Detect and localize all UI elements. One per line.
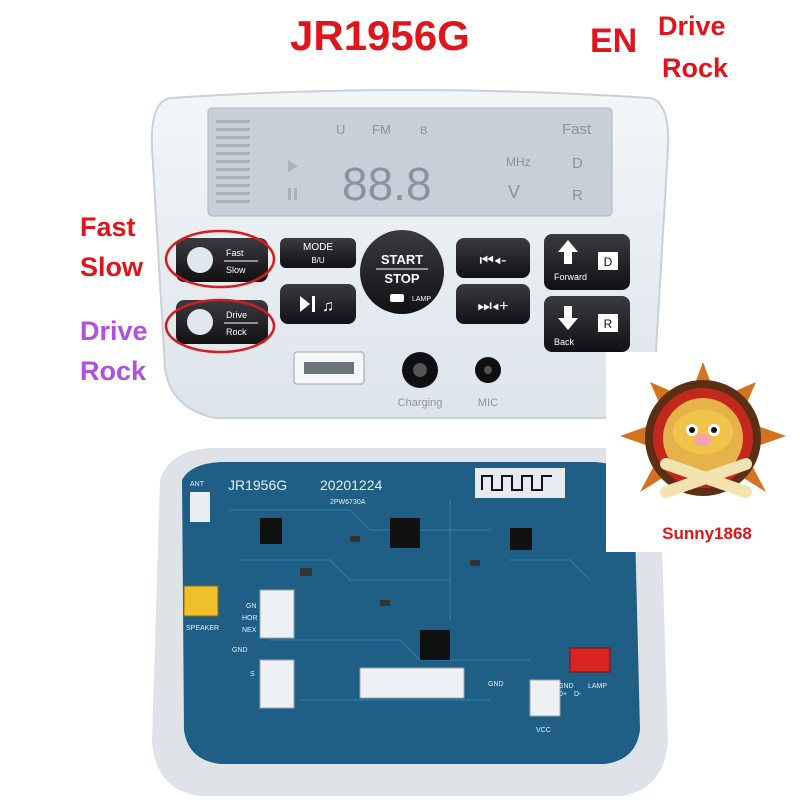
- speaker-connector: [183, 585, 219, 617]
- lamp-connector: [569, 647, 611, 673]
- svg-text:Drive: Drive: [226, 310, 247, 320]
- charging-label: Charging: [398, 397, 443, 409]
- rocking-horse-icon: [187, 309, 213, 335]
- svg-text:VCC: VCC: [536, 727, 551, 734]
- lcd-r: R: [572, 187, 583, 204]
- pcb-speaker: SPEAKER: [186, 625, 219, 632]
- svg-text:GN: GN: [246, 603, 257, 610]
- control-panel: U FM B Fast 88.8 MHz D V R Fast Slow Dri…: [150, 89, 670, 419]
- down-arrow-icon: [558, 306, 578, 330]
- model-title: JR1956G: [290, 12, 470, 59]
- back-button[interactable]: Back R: [544, 296, 630, 352]
- lcd-bt: B: [420, 125, 427, 137]
- play-music-button[interactable]: ♫: [280, 284, 356, 324]
- music-note-icon: ♫: [322, 298, 334, 315]
- play-pause-icon: [300, 296, 310, 312]
- svg-text:MODE: MODE: [303, 242, 333, 253]
- lcd-screen: [207, 107, 613, 217]
- seller-badge: [606, 352, 800, 552]
- svg-text:D-: D-: [574, 691, 582, 698]
- lcd-d: D: [572, 155, 583, 172]
- lcd-fast: Fast: [562, 121, 592, 138]
- lcd-u: U: [336, 122, 345, 137]
- lamp-icon: [390, 294, 404, 302]
- svg-text:START: START: [381, 252, 423, 267]
- antenna-terminal: [190, 492, 210, 522]
- level-bars-icon: [216, 120, 250, 203]
- chip: [390, 518, 420, 548]
- headline-rock: Rock: [662, 53, 729, 83]
- connector: [259, 589, 295, 639]
- svg-text:Rock: Rock: [226, 327, 247, 337]
- previous-volume-down-button[interactable]: ⏮◂-: [456, 238, 530, 278]
- fast-label: Fast: [80, 212, 136, 242]
- lcd-fm: FM: [372, 122, 391, 137]
- turtle-rabbit-icon: [187, 247, 213, 273]
- sun-logo-icon: [620, 362, 786, 498]
- start-stop-button[interactable]: START STOP LAMP: [360, 230, 444, 314]
- svg-text:D+: D+: [558, 691, 567, 698]
- forward-button[interactable]: Forward D: [544, 234, 630, 290]
- svg-text:B/U: B/U: [311, 256, 325, 265]
- svg-text:NEX: NEX: [242, 627, 257, 634]
- svg-text:R: R: [604, 317, 613, 331]
- svg-text:Back: Back: [554, 337, 575, 347]
- lamp-text: LAMP: [412, 296, 431, 303]
- svg-text:GND: GND: [558, 683, 574, 690]
- bluetooth-antenna: [475, 468, 565, 498]
- up-arrow-icon: [558, 240, 578, 264]
- chip: [260, 518, 282, 544]
- pcb-date: 20201224: [320, 477, 383, 493]
- main-connector: [359, 667, 465, 699]
- svg-text:HOR: HOR: [242, 615, 258, 622]
- pcb-model: JR1956G: [228, 477, 287, 493]
- headline-drive: Drive: [658, 11, 726, 41]
- fast-slow-button[interactable]: Fast Slow: [176, 238, 268, 282]
- svg-text:S: S: [250, 671, 255, 678]
- play-indicator-icon: [288, 160, 298, 172]
- connector: [529, 679, 561, 717]
- svg-text:D: D: [604, 255, 613, 269]
- svg-text:LAMP: LAMP: [588, 683, 607, 690]
- circuit-board: JR1956G 20201224 2PW6730A ANT SPEAKER GN…: [152, 448, 668, 796]
- svg-text:GND: GND: [232, 647, 248, 654]
- svg-text:STOP: STOP: [384, 271, 419, 286]
- pause-indicator-icon: [288, 188, 291, 200]
- connector: [259, 659, 295, 709]
- lcd-digits: 88.8: [342, 158, 432, 210]
- mic-label: MIC: [478, 397, 498, 409]
- chip: [510, 528, 532, 550]
- language-label: EN: [590, 22, 638, 60]
- pcb-ant: ANT: [190, 481, 205, 488]
- lcd-mhz: MHz: [506, 155, 531, 169]
- previous-track-icon: ⏮◂-: [480, 252, 507, 269]
- rock-label: Rock: [80, 356, 147, 386]
- next-volume-up-button[interactable]: ⏭◂+: [456, 284, 530, 324]
- seller-name: Sunny1868: [662, 524, 752, 543]
- drive-label: Drive: [80, 316, 148, 346]
- pcb-part: 2PW6730A: [330, 499, 366, 506]
- svg-text:Fast: Fast: [226, 248, 244, 258]
- lcd-v: V: [508, 182, 520, 202]
- slow-label: Slow: [80, 252, 144, 282]
- drive-rock-button[interactable]: Drive Rock: [176, 300, 268, 344]
- svg-text:Forward: Forward: [554, 272, 587, 282]
- next-track-icon: ⏭◂+: [478, 298, 509, 315]
- chip: [420, 630, 450, 660]
- svg-text:GND: GND: [488, 681, 504, 688]
- svg-text:Slow: Slow: [226, 265, 246, 275]
- mode-button[interactable]: MODE B/U: [280, 238, 356, 268]
